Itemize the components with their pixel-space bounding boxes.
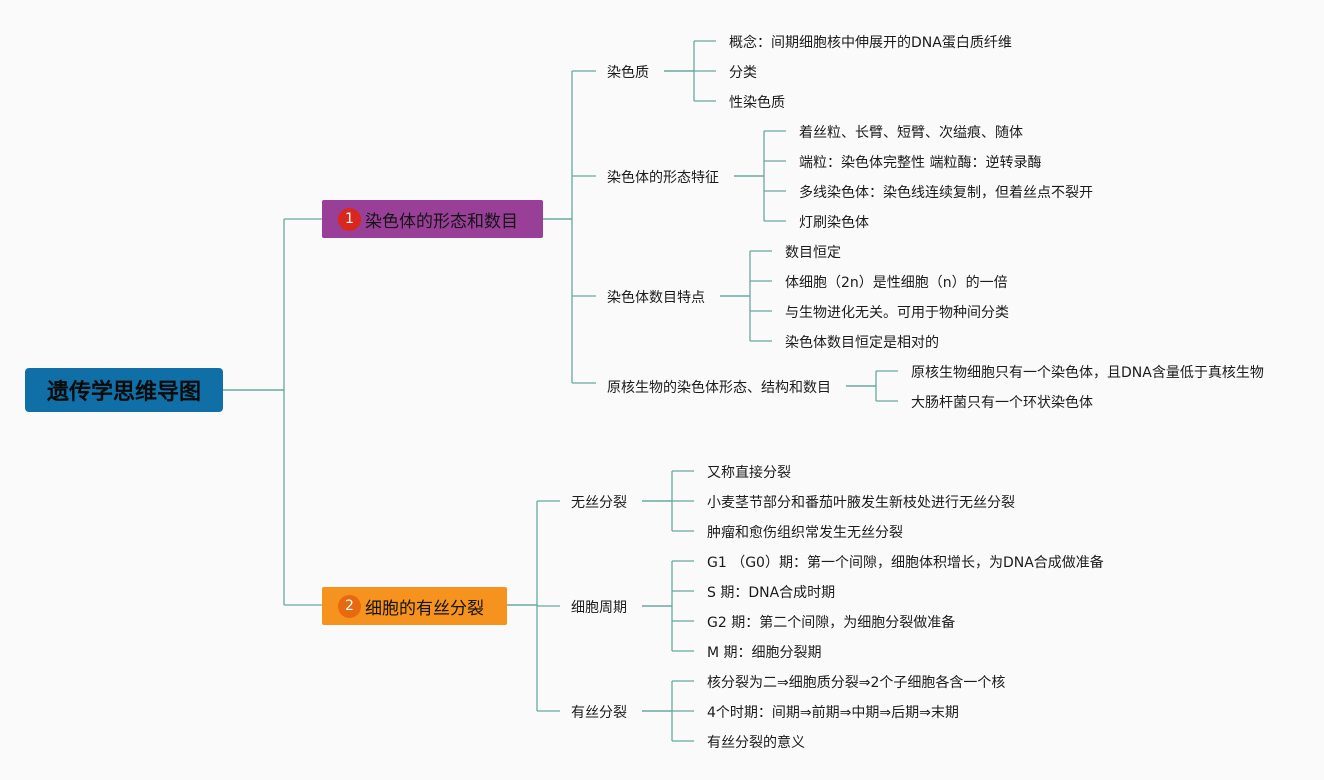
- leaf-item[interactable]: S 期：DNA合成时期: [707, 585, 836, 601]
- leaf-item[interactable]: 染色体数目恒定是相对的: [785, 335, 939, 351]
- branch-title: 细胞的有丝分裂: [365, 598, 484, 619]
- subtopic-chromosome-shape[interactable]: 染色体的形态特征: [607, 170, 719, 186]
- leaf-item[interactable]: G2 期：第二个间隙，为细胞分裂做准备: [707, 615, 956, 631]
- leaf-item[interactable]: 4个时期：间期⇒前期⇒中期⇒后期⇒末期: [707, 705, 959, 721]
- branch-title: 染色体的形态和数目: [365, 211, 518, 232]
- subtopic-chromosome-number[interactable]: 染色体数目特点: [607, 290, 705, 306]
- leaf-item[interactable]: 原核生物细胞只有一个染色体，且DNA含量低于真核生物: [911, 365, 1264, 381]
- leaf-item[interactable]: 分类: [729, 65, 757, 81]
- leaf-item[interactable]: G1 （G0）期：第一个间隙，细胞体积增长，为DNA合成做准备: [707, 555, 1104, 571]
- subtopic-mitosis[interactable]: 有丝分裂: [571, 705, 627, 721]
- leaf-item[interactable]: 概念：间期细胞核中伸展开的DNA蛋白质纤维: [729, 35, 1012, 51]
- leaf-item[interactable]: 小麦茎节部分和番茄叶腋发生新枝处进行无丝分裂: [707, 495, 1015, 511]
- priority-1-icon: 1: [338, 207, 361, 231]
- leaf-item[interactable]: 灯刷染色体: [799, 215, 869, 231]
- leaf-item[interactable]: M 期：细胞分裂期: [707, 645, 822, 661]
- leaf-item[interactable]: 大肠杆菌只有一个环状染色体: [911, 395, 1093, 411]
- branch-chromosome-morphology[interactable]: 1 染色体的形态和数目: [322, 200, 543, 238]
- subtopic-amitosis[interactable]: 无丝分裂: [571, 495, 627, 511]
- leaf-item[interactable]: 体细胞（2n）是性细胞（n）的一倍: [785, 275, 1008, 291]
- leaf-item[interactable]: 性染色质: [729, 95, 785, 111]
- leaf-item[interactable]: 核分裂为二⇒细胞质分裂⇒2个子细胞各含一个核: [707, 675, 1006, 691]
- root-title: 遗传学思维导图: [46, 380, 201, 405]
- leaf-item[interactable]: 端粒：染色体完整性 端粒酶：逆转录酶: [799, 155, 1042, 171]
- leaf-item[interactable]: 与生物进化无关。可用于物种间分类: [785, 305, 1009, 321]
- leaf-item[interactable]: 多线染色体：染色线连续复制，但着丝点不裂开: [799, 185, 1093, 201]
- subtopic-chromatin[interactable]: 染色质: [607, 65, 649, 81]
- subtopic-prokaryote-chromosome[interactable]: 原核生物的染色体形态、结构和数目: [607, 380, 831, 396]
- branch-mitosis[interactable]: 2 细胞的有丝分裂: [322, 587, 507, 625]
- leaf-item[interactable]: 有丝分裂的意义: [707, 735, 805, 751]
- leaf-item[interactable]: 又称直接分裂: [707, 465, 791, 481]
- leaf-item[interactable]: 数目恒定: [785, 245, 841, 261]
- leaf-item[interactable]: 着丝粒、长臂、短臂、次缢痕、随体: [799, 125, 1023, 141]
- priority-2-icon: 2: [338, 594, 361, 618]
- leaf-item[interactable]: 肿瘤和愈伤组织常发生无丝分裂: [707, 525, 903, 541]
- subtopic-cell-cycle[interactable]: 细胞周期: [571, 600, 627, 616]
- root-node[interactable]: 遗传学思维导图: [25, 368, 223, 412]
